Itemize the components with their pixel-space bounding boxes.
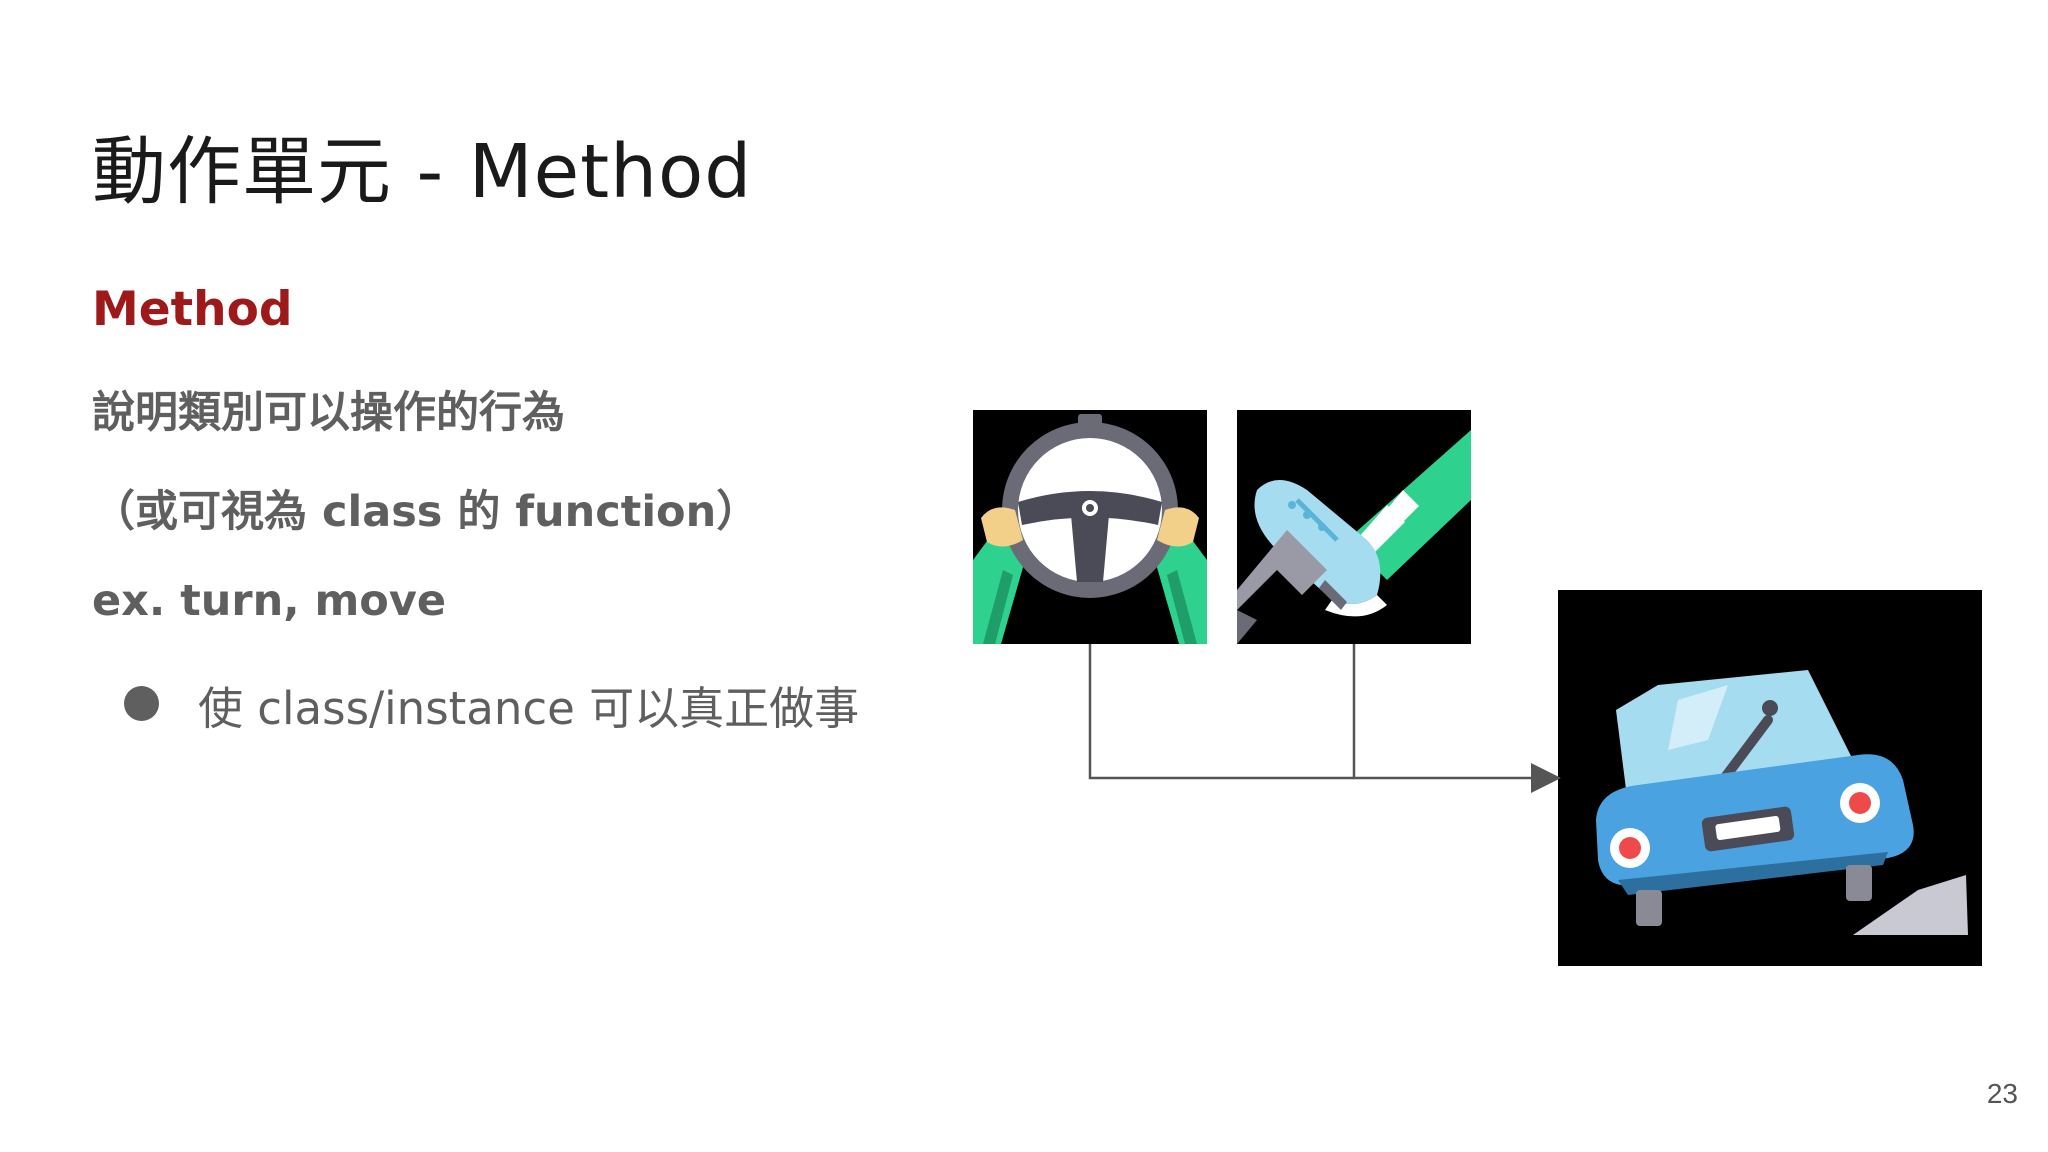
example-line: ex. turn, move — [92, 576, 447, 626]
section-heading: Method — [92, 282, 293, 337]
foot-pedal-icon — [1237, 410, 1471, 644]
description-line: 說明類別可以操作的行為 — [92, 388, 565, 438]
slide-title: 動作單元 - Method — [92, 129, 753, 215]
description-note: （或可視為 class 的 function） — [92, 487, 760, 537]
car-icon — [1558, 590, 1982, 966]
bullet-text: 使 class/instance 可以真正做事 — [198, 682, 860, 735]
page-number: 23 — [1986, 1078, 2018, 1109]
bullet-dot-icon — [124, 686, 159, 721]
steering-wheel-icon — [973, 410, 1207, 644]
